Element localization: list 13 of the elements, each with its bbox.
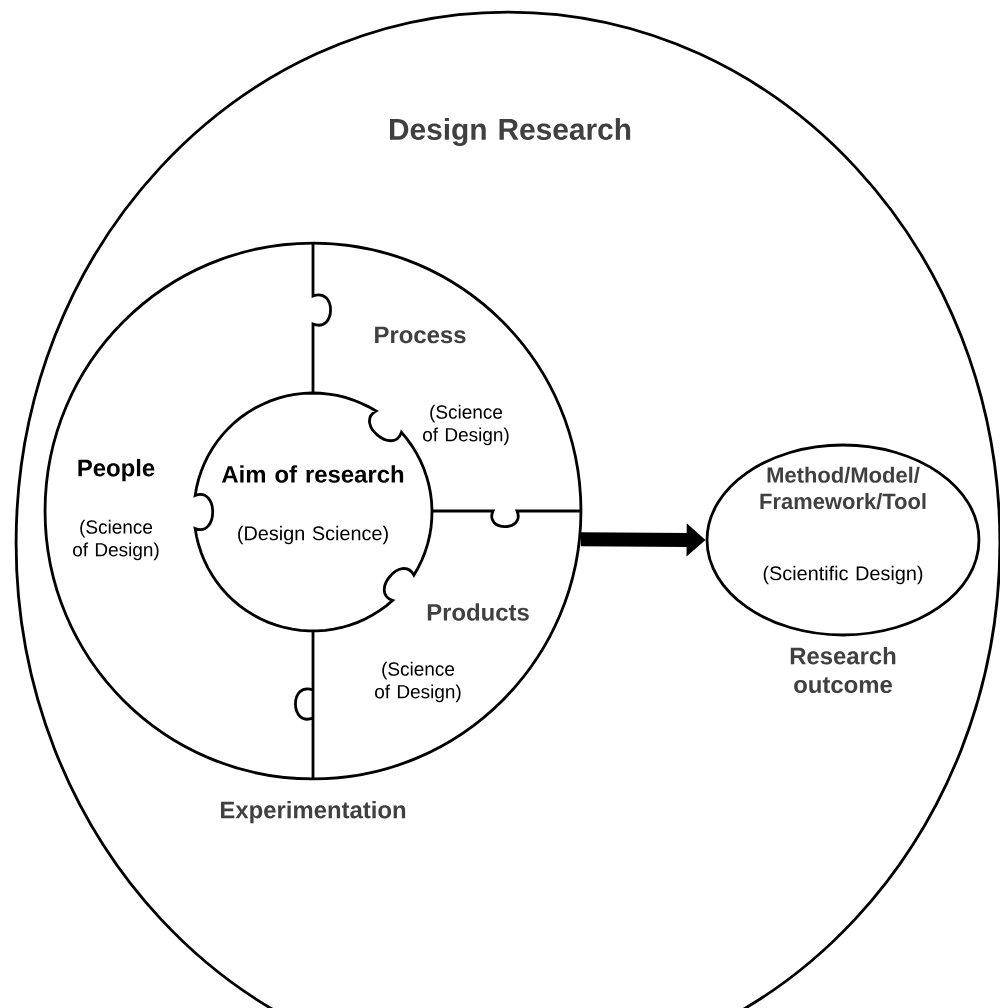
outcome-label: Research outcome bbox=[790, 646, 896, 694]
subtitle: (Science of Design) bbox=[375, 661, 461, 703]
title: Design Research bbox=[390, 118, 631, 146]
ring-label: Experimentation bbox=[221, 800, 406, 824]
subtitle: (Design Science) bbox=[238, 525, 388, 545]
section-heading: People bbox=[78, 458, 155, 482]
centre-heading: Aim of research bbox=[222, 465, 404, 483]
subtitle: (Science of Design) bbox=[423, 404, 509, 446]
subtitle: (Science of Design) bbox=[73, 519, 159, 561]
outcome-heading: Method/Model/ Framework/Tool bbox=[760, 466, 926, 510]
subtitle: (Scientific Design) bbox=[763, 565, 923, 585]
section-heading: Process bbox=[375, 326, 466, 344]
section-heading: Products bbox=[427, 603, 529, 621]
